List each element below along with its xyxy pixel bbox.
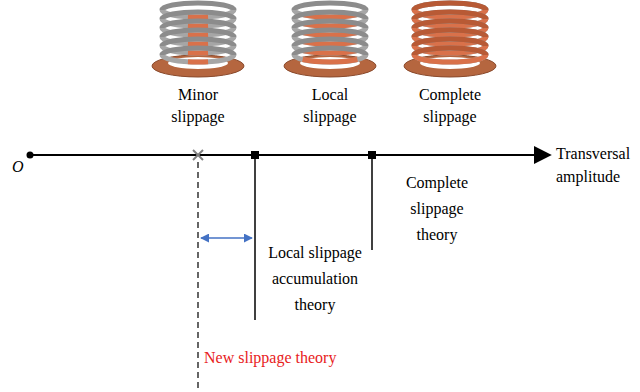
spring-figure (152, 3, 244, 77)
amplitude-axis (30, 154, 550, 156)
theory-label-highlight: New slippage theory (204, 348, 374, 368)
axis-label: Complete slippage theory (396, 170, 478, 248)
axis-label: Minor slippage (163, 84, 233, 128)
boundary-line (371, 159, 373, 250)
axis-label: Local slippage (295, 84, 365, 128)
square-marker (251, 151, 259, 159)
spring-figure (404, 3, 496, 77)
axis-label: Local slippage accumulation theory (267, 240, 363, 318)
axis-label: Complete slippage (410, 84, 490, 128)
boundary-line (254, 159, 256, 320)
range-arrow (201, 237, 252, 239)
dashed-boundary (197, 162, 198, 392)
axis-label: O (12, 157, 28, 177)
spring-figure (284, 3, 376, 77)
origin-dot (27, 152, 34, 159)
cross-marker (193, 150, 203, 160)
square-marker (368, 151, 376, 159)
axis-label: Transversal amplitude (556, 142, 636, 188)
